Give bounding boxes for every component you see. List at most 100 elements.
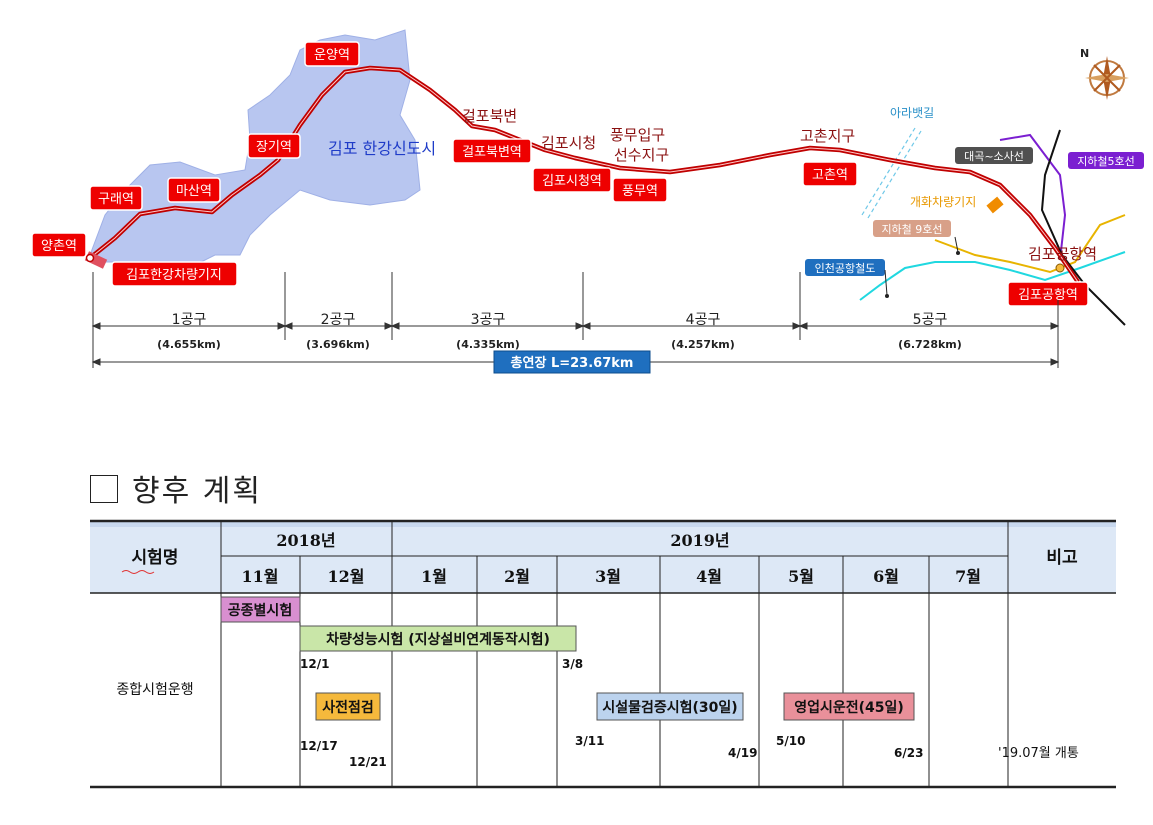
spellcheck-underline: [121, 570, 155, 574]
place-label-sicheong: 김포시청: [541, 134, 596, 152]
task-bar-vehicle-performance[interactable]: [299, 625, 577, 652]
header-test-name: 시험명: [132, 547, 179, 568]
task-label: 영업시운전(45일): [794, 699, 904, 716]
compass-north-label: N: [1080, 47, 1089, 60]
date-start-vehicle: 12/1: [300, 657, 329, 671]
date-start-facility: 3/11: [575, 734, 604, 748]
place-label-pungmu-2: 선수지구: [614, 146, 669, 164]
svg-text:5공구: 5공구: [913, 312, 948, 328]
incheon-airport-rail-line: [859, 251, 1126, 301]
svg-text:2공구: 2공구: [321, 312, 356, 328]
svg-text:(4.257km): (4.257km): [671, 338, 735, 351]
svg-text:(4.655km): (4.655km): [157, 338, 221, 351]
gaehwa-depot-marker: [986, 196, 1004, 214]
task-bar-facility-verification[interactable]: [596, 692, 744, 721]
total-length-badge: 총연장 L=23.67km: [493, 350, 651, 374]
month-nov: 11월: [242, 567, 279, 586]
station-tag-gurae[interactable]: 구래역: [89, 185, 143, 211]
station-label: 고촌역: [812, 168, 848, 183]
section-1: 1공구 (4.655km): [157, 312, 221, 351]
svg-text:지하철 9호선: 지하철 9호선: [881, 222, 942, 236]
plan-section-title: 향후 계획: [90, 466, 262, 510]
month-jun: 6월: [873, 567, 899, 586]
place-label-gimpo-airport: 김포공항역: [1028, 245, 1097, 263]
section-2: 2공구 (3.696km): [306, 312, 370, 351]
line9: [934, 214, 1126, 274]
section-4: 4공구 (4.257km): [671, 312, 735, 351]
remark-opening: '19.07월 개통: [998, 746, 1079, 761]
station-tag-gimpo-airport[interactable]: 김포공항역: [1007, 281, 1089, 307]
header-year-2018: 2018년: [276, 531, 335, 550]
station-tag-pungmu[interactable]: 풍무역: [612, 177, 668, 203]
station-tag-yangchon[interactable]: 양촌역: [31, 232, 87, 258]
svg-text:4공구: 4공구: [686, 312, 721, 328]
svg-text:총연장 L=23.67km: 총연장 L=23.67km: [511, 355, 634, 371]
station-tag-janggi[interactable]: 장기역: [247, 133, 301, 159]
svg-text:(3.696km): (3.696km): [306, 338, 370, 351]
section-5: 5공구 (6.728km): [898, 312, 962, 351]
svg-text:인천공항철도: 인천공항철도: [815, 261, 876, 275]
line5: [999, 133, 1067, 261]
date-end-trial: 6/23: [894, 746, 923, 760]
task-label: 공종별시험: [228, 602, 292, 619]
date-start-trial: 5/10: [776, 734, 805, 748]
date-end-pre-inspection: 12/21: [349, 755, 387, 769]
date-end-vehicle: 3/8: [562, 657, 583, 671]
compass-icon: [1085, 56, 1129, 100]
month-jul: 7월: [955, 567, 981, 586]
line-tag-line9: 지하철 9호선: [873, 220, 951, 237]
date-end-facility: 4/19: [728, 746, 757, 760]
task-label: 사전점검: [322, 699, 374, 716]
task-bar-trial-operation[interactable]: [783, 692, 915, 721]
task-bar-component-test[interactable]: [220, 596, 301, 623]
arabaet-waterway: [861, 127, 916, 216]
station-tag-masan[interactable]: 마산역: [167, 177, 221, 203]
month-apr: 4월: [696, 567, 722, 586]
station-label: 김포한강차량기지: [126, 268, 222, 283]
section-3: 3공구 (4.335km): [456, 312, 520, 351]
place-label-geolpo: 걸포북변: [462, 107, 517, 125]
station-label: 김포공항역: [1018, 288, 1078, 303]
row-label: 종합시험운행: [116, 682, 193, 698]
svg-text:대곡~소사선: 대곡~소사선: [964, 150, 1024, 163]
task-bar-pre-inspection[interactable]: [315, 692, 381, 721]
station-label: 걸포북변역: [462, 145, 522, 160]
checkbox-square-icon: [90, 475, 118, 503]
place-label-arabaet: 아라뱃길: [890, 106, 934, 120]
svg-text:지하철5호선: 지하철5호선: [1077, 154, 1135, 168]
station-label: 풍무역: [622, 184, 658, 199]
station-label: 장기역: [256, 140, 292, 155]
station-dot-gimpo-airport: [1055, 263, 1065, 273]
station-tag-unyang[interactable]: 운양역: [304, 41, 360, 67]
line-tag-daegok-sosa: 대곡~소사선: [955, 147, 1033, 164]
place-label-gochon: 고촌지구: [800, 127, 855, 145]
station-label: 양촌역: [41, 239, 77, 254]
station-tag-gochon[interactable]: 고촌역: [802, 161, 858, 187]
month-jan: 1월: [421, 567, 447, 586]
task-label: 시설물검증시험(30일): [602, 699, 737, 716]
station-tag-depot[interactable]: 김포한강차량기지: [111, 261, 238, 287]
plan-title-text: 향후 계획: [132, 474, 262, 509]
station-label: 구래역: [98, 192, 134, 207]
month-dec: 12월: [328, 567, 365, 586]
month-may: 5월: [788, 567, 814, 586]
place-label-pungmu-1: 풍무입구: [610, 126, 665, 144]
header-year-2019: 2019년: [670, 531, 729, 550]
station-label: 운양역: [314, 48, 350, 63]
month-feb: 2월: [504, 567, 530, 586]
task-label: 차량성능시험 (지상설비연계동작시험): [326, 631, 550, 648]
station-tag-gimpo-sicheong[interactable]: 김포시청역: [532, 167, 612, 193]
line-tag-incheon-airport: 인천공항철도: [805, 259, 885, 276]
route-map: N 김포 한강신도시 양촌역 김포한강차량기지 구래역 마산역 장기역 운양역 …: [31, 29, 1144, 374]
place-label-gaehwa: 개화차량기지: [910, 195, 976, 209]
station-dot-yangchon: [85, 253, 95, 263]
line-tag-line5: 지하철5호선: [1068, 152, 1144, 169]
station-label: 마산역: [176, 184, 212, 199]
station-tag-geolpo-bukbyeon[interactable]: 걸포북변역: [452, 138, 532, 164]
station-label: 김포시청역: [542, 174, 602, 189]
svg-text:1공구: 1공구: [172, 312, 207, 328]
svg-text:(4.335km): (4.335km): [456, 338, 520, 351]
header-background: [90, 521, 1116, 593]
month-mar: 3월: [595, 567, 621, 586]
header-remarks: 비고: [1046, 548, 1078, 568]
